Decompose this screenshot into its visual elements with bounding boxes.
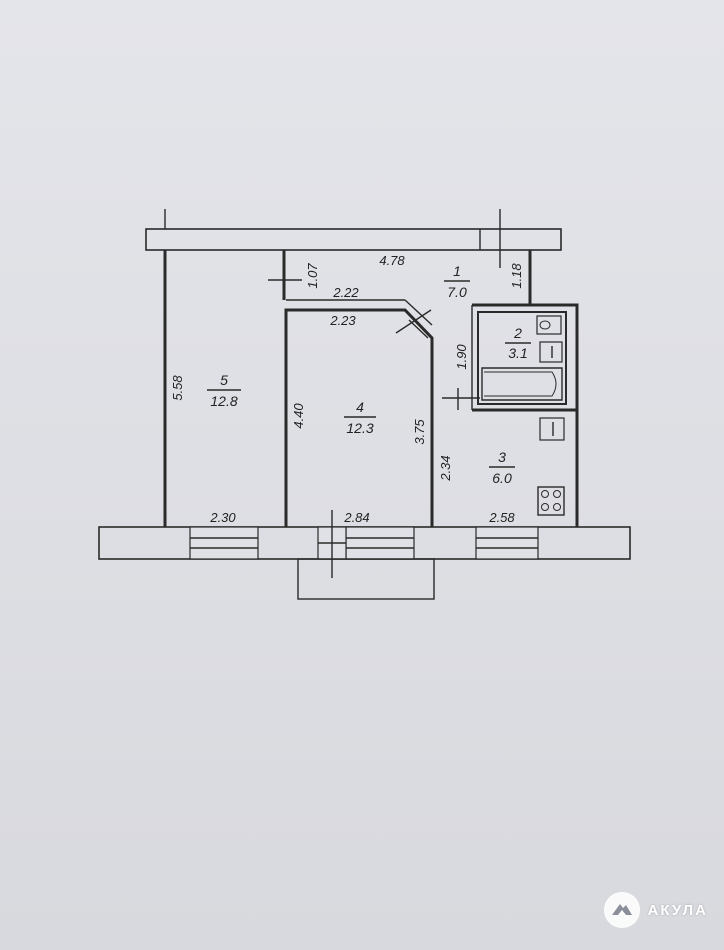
room-4-label: 4 12.3 — [344, 399, 376, 436]
room4-walls — [284, 308, 434, 527]
svg-text:12.3: 12.3 — [346, 420, 373, 436]
svg-text:5: 5 — [220, 372, 228, 388]
dim-room4-right: 3.75 — [412, 419, 427, 445]
dim-room5-height: 5.58 — [170, 375, 185, 401]
toilet — [536, 315, 562, 335]
svg-text:2: 2 — [513, 325, 522, 341]
balcony — [297, 558, 435, 600]
window-room5 — [189, 526, 259, 560]
top-wall — [145, 228, 562, 251]
door-mark-a — [395, 309, 432, 334]
dim-room4-bottom: 2.84 — [343, 510, 369, 525]
watermark-logo: АКУЛА — [603, 892, 708, 928]
dim-bath-height: 1.90 — [454, 344, 469, 370]
room-1-label: 1 7.0 — [444, 263, 470, 300]
burner — [541, 490, 549, 498]
bathtub — [481, 367, 563, 401]
bathtub-inner — [484, 371, 557, 397]
bathroom-outer — [472, 303, 579, 527]
burner — [553, 503, 561, 511]
dim-kitchen-height: 2.34 — [438, 455, 453, 481]
bathroom-inner — [477, 311, 567, 405]
svg-text:12.8: 12.8 — [210, 393, 237, 409]
stove — [537, 486, 565, 516]
dim-corridor-length: 4.78 — [379, 253, 405, 268]
dim-room5-bottom: 2.30 — [209, 510, 236, 525]
window-kitchen — [475, 526, 539, 560]
svg-text:7.0: 7.0 — [447, 284, 467, 300]
svg-text:3: 3 — [498, 449, 506, 465]
door-mark-b — [408, 319, 429, 339]
kitchen-sink — [539, 417, 565, 441]
dim-upper-width: 2.22 — [332, 285, 359, 300]
window-room4 — [345, 526, 415, 560]
shark-logo-icon — [603, 892, 640, 928]
bath-sink — [539, 341, 563, 363]
svg-text:4: 4 — [356, 399, 364, 415]
dim-room4-height: 4.40 — [291, 403, 306, 429]
corridor-diagonal — [404, 299, 433, 326]
room-5-label: 5 12.8 — [207, 372, 241, 409]
dim-kitchen-bottom: 2.58 — [488, 510, 515, 525]
room-2-label: 2 3.1 — [505, 325, 531, 361]
toilet-bowl — [539, 320, 551, 330]
svg-text:6.0: 6.0 — [492, 470, 512, 486]
burner — [553, 490, 561, 498]
logo-text: АКУЛА — [647, 901, 708, 919]
dim-corridor-wall-b: 1.18 — [509, 263, 524, 289]
room-3-label: 3 6.0 — [489, 449, 515, 486]
svg-text:3.1: 3.1 — [508, 345, 527, 361]
dim-corridor-wall-a: 1.07 — [305, 263, 320, 289]
balcony-door — [317, 510, 347, 578]
dim-room4-top: 2.23 — [329, 313, 356, 328]
svg-text:1: 1 — [453, 263, 461, 279]
burner — [541, 503, 549, 511]
